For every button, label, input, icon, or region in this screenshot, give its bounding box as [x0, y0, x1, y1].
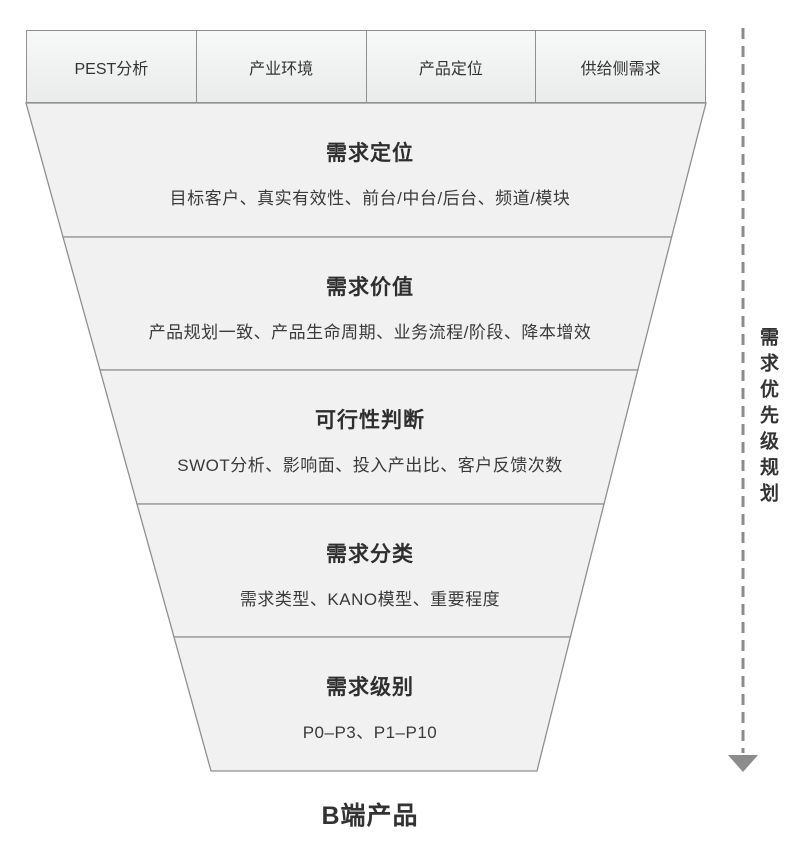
stage-cell-label: 产品定位 [418, 60, 483, 78]
funnel-level-4-shape [136, 503, 605, 638]
analysis-stage-row: PEST分析 产业环境 产品定位 供给侧需求 [26, 30, 706, 103]
stage-cell-positioning: 产品定位 [367, 31, 537, 102]
priority-arrow-label: 需求优先级规划 [757, 327, 778, 509]
footer-label: B端产品 [321, 802, 419, 830]
stage-cell-industry: 产业环境 [197, 31, 367, 102]
priority-arrow-head-icon [728, 755, 758, 772]
funnel-level-2-shape [62, 236, 673, 371]
funnel-level-1-shape [25, 102, 707, 238]
funnel-level-5-shape [173, 636, 572, 772]
funnel-level-3-shape [99, 369, 639, 505]
stage-cell-label: 产业环境 [249, 60, 314, 78]
stage-cell-pest: PEST分析 [27, 31, 197, 102]
stage-cell-label: PEST分析 [74, 60, 149, 78]
stage-cell-label: 供给侧需求 [580, 60, 661, 78]
stage-cell-supply: 供给侧需求 [536, 31, 705, 102]
